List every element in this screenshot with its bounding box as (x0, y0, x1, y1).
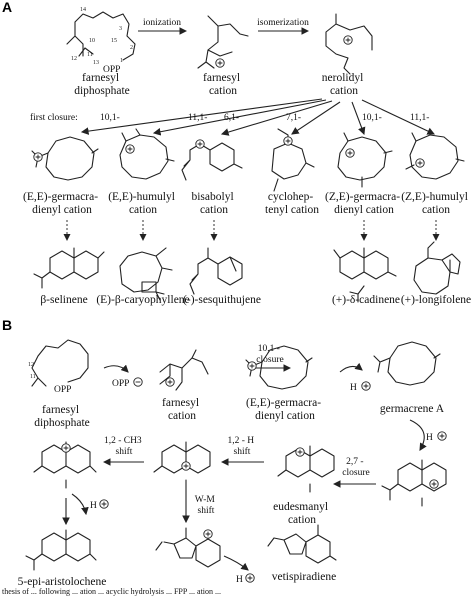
panel-b-label: B (2, 317, 12, 333)
product-label-3: (-)-sesquithujene (183, 294, 261, 306)
opp-leaving-label: OPP (112, 379, 129, 389)
arrow-closure-2 (152, 99, 327, 136)
longifolene-structure (413, 241, 461, 295)
vetispiradiene-label: vetispiradiene (272, 571, 337, 583)
ze-humulyl-cation-structure (405, 132, 465, 180)
farnesyl-cation-label-a: farnesyl cation (203, 72, 243, 97)
cation-label-3: bisabolyl cation (191, 191, 236, 216)
cation-label-2: (E,E)-humulyl cation (108, 191, 178, 216)
product-label-4: (+)-δ-cadinene (332, 294, 400, 306)
cation-labels: (E,E)-germacra- dienyl cation (E,E)-humu… (23, 191, 471, 216)
arrow-closure-4 (291, 101, 341, 135)
aristolochene-label: 5-epi-aristolochene (18, 576, 107, 588)
beta-selinene-structure (33, 247, 105, 289)
cation-label-5: (Z,E)-germacra- dienyl cation (325, 191, 403, 216)
deprotonation-arrow-1 (339, 362, 363, 373)
svg-text:11: 11 (30, 374, 36, 380)
panel-a-label: A (2, 0, 12, 15)
closure-10-1-label: 10,1 - closure (256, 344, 283, 365)
atom-10: 10 (89, 38, 95, 44)
product-dotted-arrows (63, 220, 440, 241)
germacradienyl-cation-structure-b (245, 345, 313, 390)
ee-humulyl-cation-structure (119, 128, 175, 180)
spiro-cation-structure (155, 527, 221, 568)
tertiary-cation-structure (153, 441, 211, 489)
opp-group: OPP (103, 65, 120, 75)
deprotonation-arrow-3 (223, 555, 249, 571)
cation-label-4: cyclohep- tenyl cation (265, 191, 319, 216)
atom-15: 15 (111, 38, 117, 44)
delta-cadinene-structure (333, 247, 397, 303)
deprotonation-arrow-2 (71, 493, 89, 516)
closure-label-2: 11,1- (188, 113, 207, 123)
sesquithujene-structure (189, 247, 243, 295)
caption-fragment: thesis of ... following ... ation ... ac… (2, 587, 221, 596)
arrow-closure-3 (220, 100, 333, 136)
arrow-closure-5 (351, 101, 366, 136)
first-closure-label: first closure: (30, 112, 78, 123)
h-plus-label-3: H (90, 501, 97, 511)
eudesmane-cation-right-structure (381, 459, 447, 507)
closure-2-7-label: 2,7 - closure (342, 457, 369, 478)
wm-shift-label: W-M shift (195, 495, 217, 516)
farnesyl-diphosphate-structure-a: 14 1 2 3 10 11 12 13 15 OPP (66, 7, 136, 75)
isomerization-label: isomerization (257, 18, 309, 28)
closure-label-3: 6,1- (224, 113, 239, 123)
opp-leaving-arrow (103, 364, 129, 373)
farnesyl-diphosphate-structure-b: 12 11 (28, 339, 89, 387)
germacrene-a-structure (373, 341, 441, 386)
protonation-arrow (409, 419, 427, 451)
product-label-5: (+)-longifolene (401, 294, 471, 306)
aristolochene-cation-structure (33, 441, 97, 489)
atom-1: 1 (120, 58, 123, 64)
ee-germacradienyl-cation-structure (31, 136, 99, 181)
h-plus-label-4: H (236, 575, 243, 585)
product-label-2: (E)-β-caryophyllene (96, 294, 189, 306)
opp-group-b: OPP (54, 385, 71, 395)
atom-3: 3 (119, 26, 122, 32)
farnesyl-cation-structure-a (197, 15, 249, 69)
germacrene-a-label: germacrene A (380, 403, 445, 415)
farnesyl-cation-label-b: farnesyl cation (162, 397, 202, 422)
h-plus-label-2: H (426, 433, 433, 443)
svg-text:12: 12 (28, 362, 34, 368)
closure-label-5: 10,1- (362, 113, 382, 123)
first-closure-arrows (80, 98, 435, 136)
closure-label-4: 7,1- (286, 113, 301, 123)
germacradienyl-cation-label-b: (E,E)-germacra- dienyl cation (246, 397, 324, 422)
nerolidyl-cation-label: nerolidyl cation (322, 72, 366, 97)
cation-label-1: (E,E)-germacra- dienyl cation (23, 191, 101, 216)
closure-label-6: 11,1- (410, 113, 429, 123)
farnesyl-cation-structure-b (159, 349, 209, 391)
ze-germacradienyl-cation-structure (337, 132, 393, 188)
arrow-closure-1 (80, 98, 323, 135)
atom-14: 14 (80, 7, 86, 13)
atom-2: 2 (130, 45, 133, 51)
vetispiradiene-structure (267, 524, 337, 564)
h-plus-label-1: H (350, 383, 357, 393)
farnesyl-diphosphate-label-b: farnesyl diphosphate (34, 404, 90, 429)
cation-label-6: (Z,E)-humulyl cation (401, 191, 471, 216)
ionization-label: ionization (143, 18, 181, 28)
cycloheptenyl-cation-structure (271, 128, 315, 192)
methyl-shift-label: 1,2 - CH3 shift (104, 436, 144, 457)
closure-label-1: 10,1- (100, 113, 120, 123)
bisabolyl-cation-structure (181, 139, 243, 181)
aristolochene-structure (25, 529, 97, 571)
arrow-closure-6 (361, 99, 435, 135)
atom-11: 11 (87, 52, 93, 58)
atom-13: 13 (93, 60, 99, 66)
farnesyl-diphosphate-label-a: farnesyl diphosphate (74, 72, 130, 97)
eudesmanyl-cation-structure (277, 445, 335, 493)
hydride-shift-label: 1,2 - H shift (227, 436, 256, 457)
product-label-1: β-selinene (40, 294, 87, 306)
eudesmanyl-cation-label: eudesmanyl cation (273, 501, 331, 526)
atom-12: 12 (71, 56, 77, 62)
nerolidyl-cation-structure (325, 13, 373, 75)
beta-caryophyllene-structure (119, 247, 173, 301)
